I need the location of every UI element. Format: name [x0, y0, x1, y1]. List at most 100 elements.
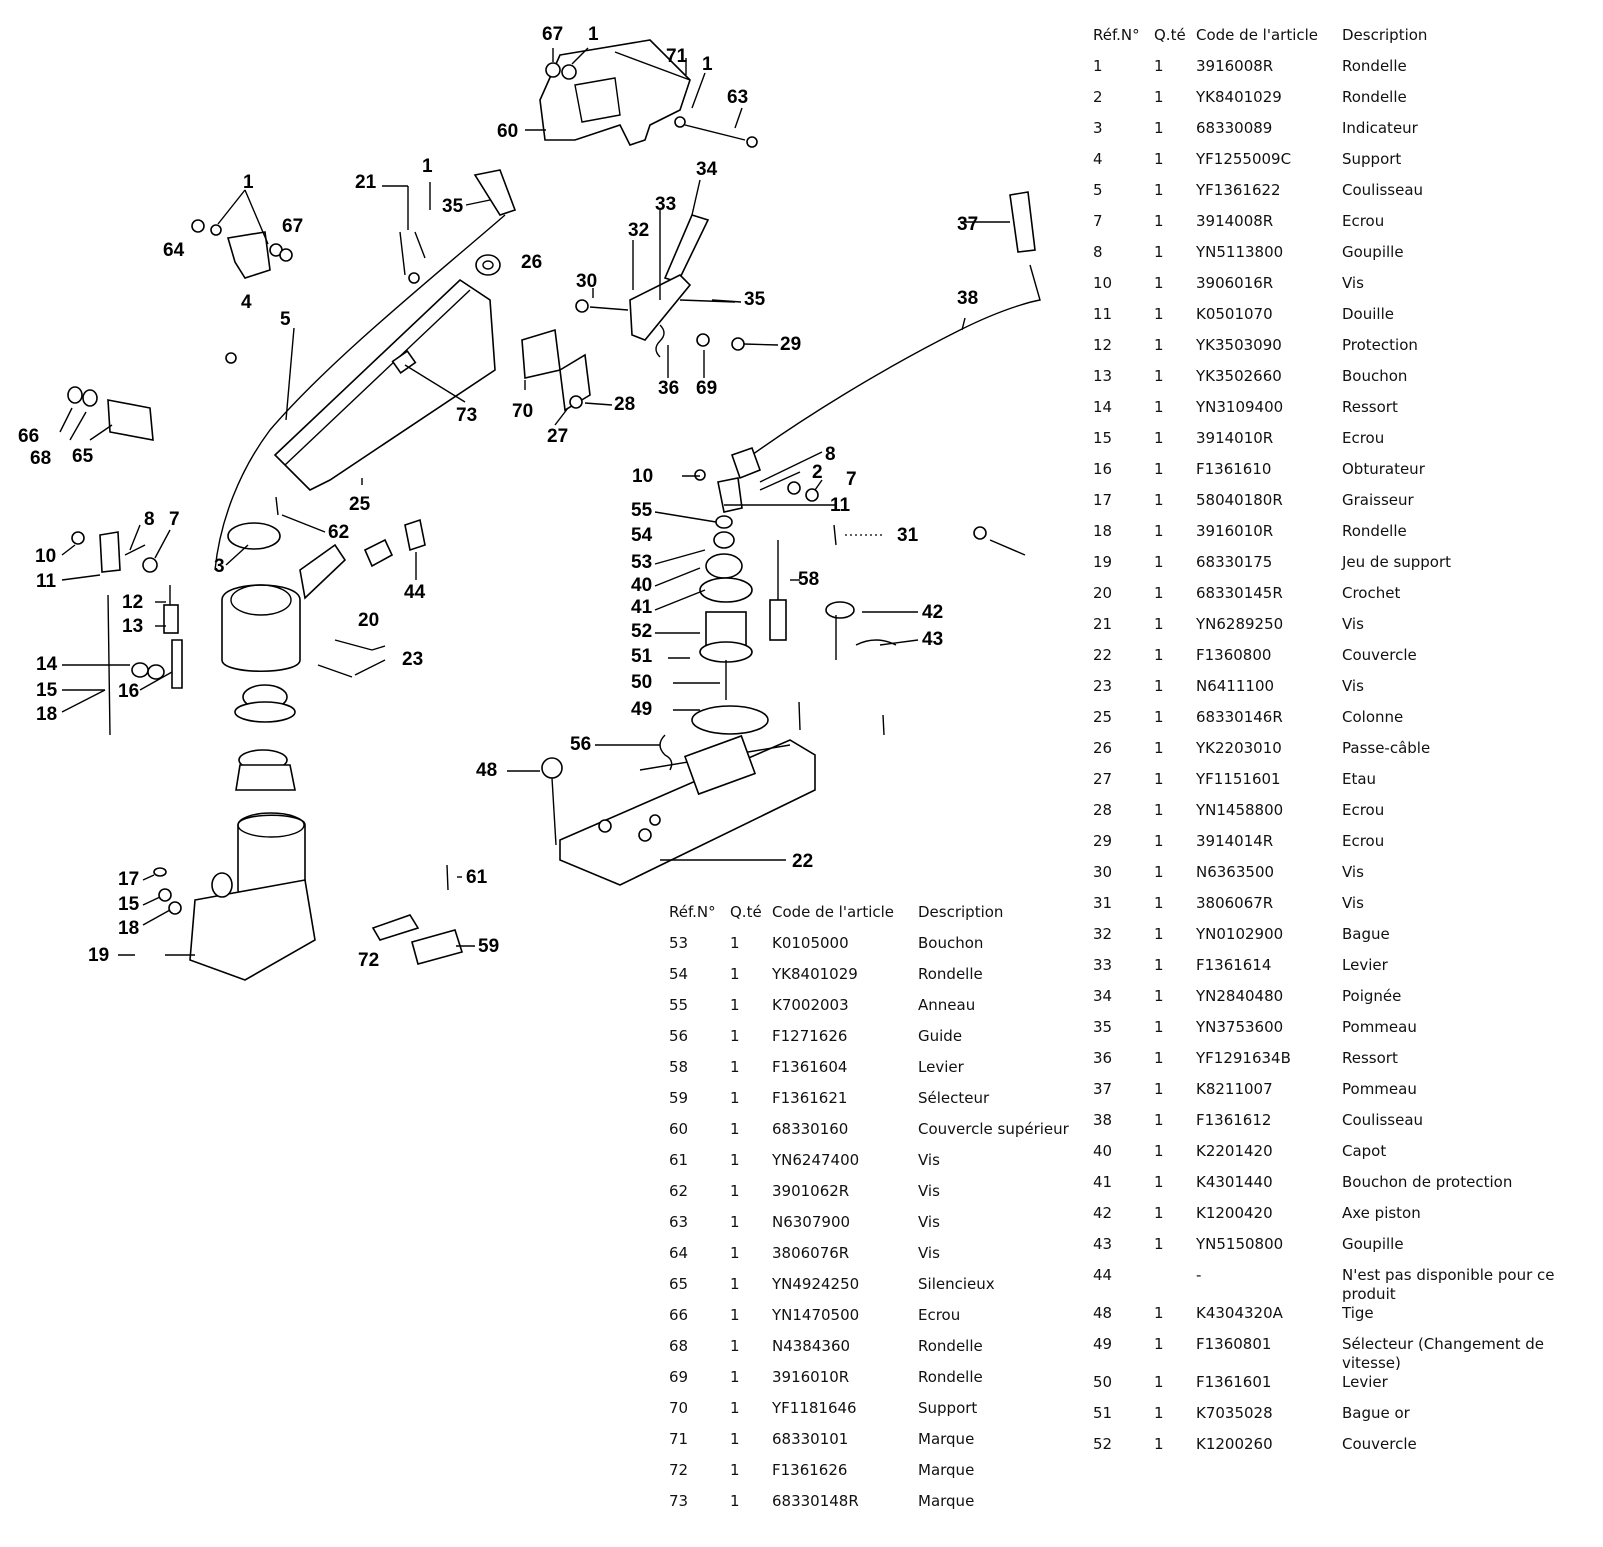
callout-22: 22 [792, 851, 813, 872]
callout-15: 15 [118, 894, 140, 915]
callout-labels: 67 1 71 1 63 60 34 33 32 30 35 36 69 29 … [18, 24, 978, 971]
cell-ref: 23 [1093, 677, 1113, 695]
callout-14: 14 [36, 654, 58, 675]
callout-42: 42 [922, 602, 943, 623]
callout-59: 59 [478, 936, 499, 957]
cell-description: Rondelle [1342, 88, 1407, 106]
leader-lines [59, 47, 1010, 956]
cell-ref: 28 [1093, 801, 1113, 819]
cell-description: Goupille [1342, 1235, 1404, 1253]
callout-36: 36 [658, 378, 679, 399]
cell-description: Ressort [1342, 398, 1398, 416]
cell-ref: 13 [1093, 367, 1113, 385]
cell-code: F1361614 [1196, 956, 1272, 974]
part-31-screws [798, 524, 1026, 736]
cell-ref: 32 [1093, 925, 1113, 943]
part-48-rod [541, 757, 563, 846]
table-header-row: Réf.N° Q.té Code de l'article Descriptio… [669, 903, 1078, 934]
cell-ref: 4 [1093, 150, 1103, 168]
cell-description: Vis [1342, 677, 1364, 695]
cell-ref: 73 [669, 1492, 689, 1510]
callout-43: 43 [922, 629, 943, 650]
cell-qty: 1 [730, 1306, 740, 1324]
part-38-shift-lever [730, 191, 1041, 480]
cell-description: Marque [918, 1492, 975, 1510]
cell-code: F1360801 [1196, 1335, 1272, 1353]
cell-qty: 1 [1154, 367, 1164, 385]
cell-qty: 1 [1154, 57, 1164, 75]
cell-code: F1361610 [1196, 460, 1272, 478]
cell-code: N6307900 [772, 1213, 851, 1231]
callout-17: 17 [118, 869, 139, 890]
cell-ref: 7 [1093, 212, 1103, 230]
cell-qty: 1 [730, 1027, 740, 1045]
cell-description: Vis [1342, 274, 1364, 292]
cell-ref: 41 [1093, 1173, 1113, 1191]
callout-10: 10 [35, 546, 56, 567]
cell-qty: 1 [1154, 553, 1164, 571]
cell-description: Marque [918, 1461, 975, 1479]
cell-code: N4384360 [772, 1337, 851, 1355]
cell-code: 68330148R [772, 1492, 859, 1510]
cell-description: Sélecteur (Changement de vitesse) [1342, 1335, 1544, 1372]
callout-41: 41 [631, 597, 653, 618]
cell-description: Ecrou [1342, 801, 1385, 819]
cell-ref: 53 [669, 934, 689, 952]
cell-description: Rondelle [918, 1337, 983, 1355]
cell-qty: 1 [730, 1244, 740, 1262]
cell-ref: 52 [1093, 1435, 1113, 1453]
cell-description: Vis [918, 1213, 940, 1231]
cell-ref: 3 [1093, 119, 1103, 137]
cell-ref: 56 [669, 1027, 689, 1045]
part-63-screw [674, 116, 758, 148]
cell-description: Bague or [1342, 1404, 1410, 1422]
cell-description: Vis [918, 1244, 940, 1262]
cell-code: K0105000 [772, 934, 849, 952]
cell-qty: 1 [1154, 1335, 1164, 1353]
cell-code: K7035028 [1196, 1404, 1273, 1422]
callout-44: 44 [404, 582, 426, 603]
callout-49: 49 [631, 699, 652, 720]
callout-30: 30 [576, 271, 597, 292]
cell-description: Levier [1342, 1373, 1388, 1391]
cell-qty: 1 [1154, 987, 1164, 1005]
callout-18: 18 [36, 704, 57, 725]
cell-ref: 21 [1093, 615, 1113, 633]
callout-69: 69 [696, 378, 717, 399]
cell-qty: 1 [730, 1368, 740, 1386]
part-5-shift-rod [214, 169, 517, 571]
callout-5: 5 [280, 309, 291, 330]
cell-ref: 2 [1093, 88, 1103, 106]
cell-description: Couvercle [1342, 646, 1417, 664]
cell-code: 3916008R [1196, 57, 1274, 75]
cell-description: Anneau [918, 996, 976, 1014]
cell-description: Rondelle [918, 1368, 983, 1386]
part-60-top-cover [539, 39, 691, 146]
callout-37: 37 [957, 214, 978, 235]
cell-ref: 20 [1093, 584, 1113, 602]
cell-ref: 48 [1093, 1304, 1113, 1322]
cell-ref: 42 [1093, 1204, 1113, 1222]
cell-code: F1361621 [772, 1089, 848, 1107]
callout-29: 29 [780, 334, 801, 355]
cell-qty: 1 [1154, 1142, 1164, 1160]
part-25-column [273, 278, 496, 491]
cell-qty: 1 [730, 1275, 740, 1293]
cell-description: Ressort [1342, 1049, 1398, 1067]
cell-ref: 70 [669, 1399, 689, 1417]
cell-code: 68330145R [1196, 584, 1283, 602]
cell-code: YN3753600 [1196, 1018, 1284, 1036]
cell-ref: 55 [669, 996, 689, 1014]
cell-qty: 1 [730, 1120, 740, 1138]
cell-code: 3914010R [1196, 429, 1274, 447]
cell-qty: 1 [1154, 801, 1164, 819]
